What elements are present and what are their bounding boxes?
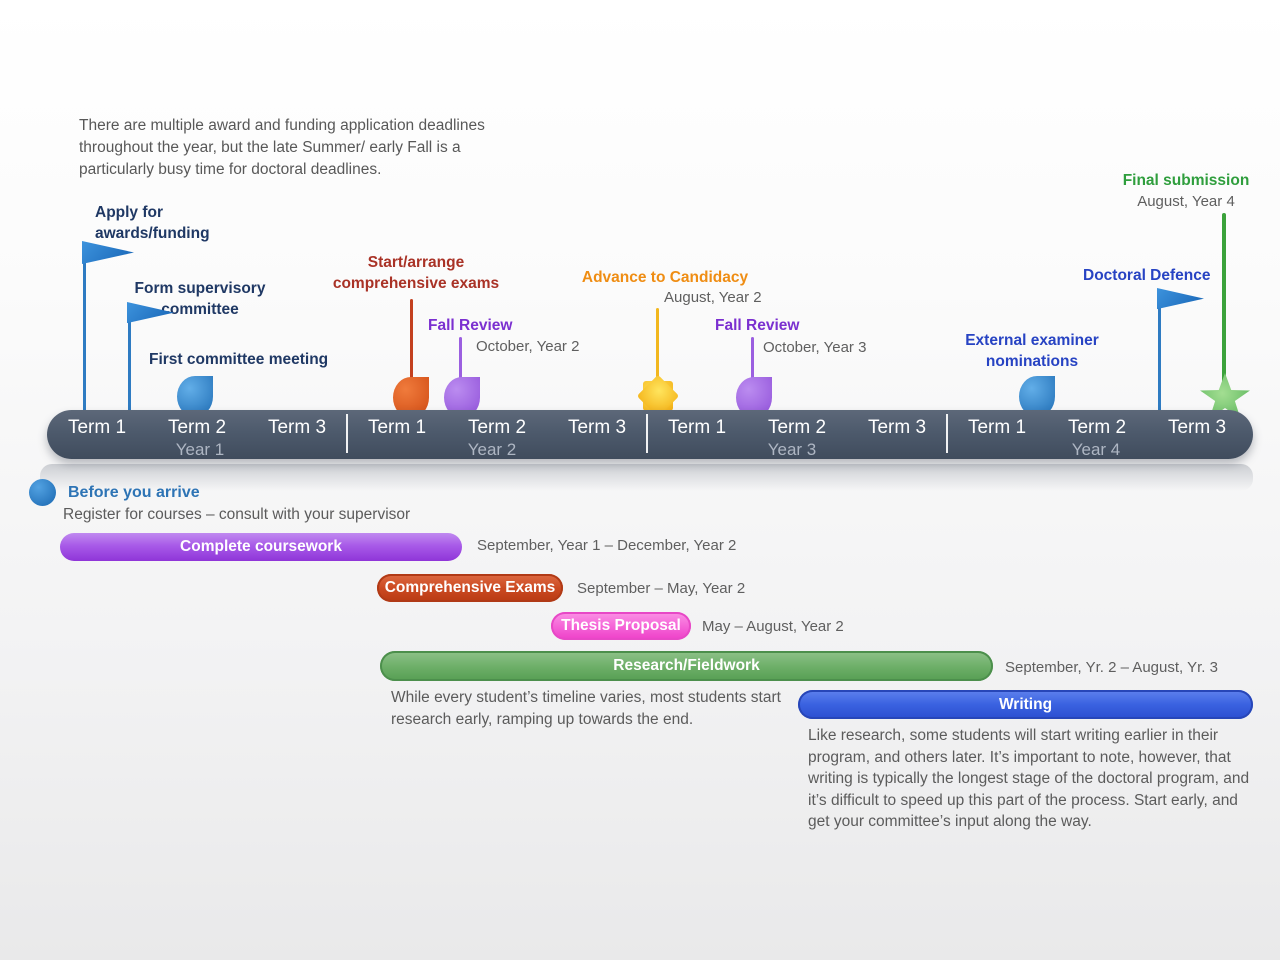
year-divider — [946, 414, 948, 453]
timeline-bar — [47, 410, 1253, 459]
form-committee-flag-pole — [128, 306, 131, 416]
milestone-comprehensive-label: Start/arrange comprehensive exams — [332, 254, 500, 292]
term-cell: Term 1 — [67, 417, 127, 438]
final-submission-line — [1222, 213, 1226, 391]
term-cell: Term 2 — [467, 417, 527, 438]
comprehensive-line — [410, 299, 413, 389]
phase-bar-comp-exams: Comprehensive Exams — [377, 574, 563, 602]
phase-bar-research: Research/Fieldwork — [380, 651, 993, 681]
candidacy-line — [656, 308, 659, 392]
milestone-final-submission-date: August, Year 4 — [1137, 193, 1235, 210]
defence-flag-pole — [1158, 292, 1161, 416]
candidacy-star-icon — [636, 374, 680, 418]
year-label: Year 4 — [1071, 440, 1121, 459]
term-cell: Term 1 — [367, 417, 427, 438]
writing-note: Like research, some students will start … — [808, 727, 1250, 830]
phase-bar-thesis-proposal: Thesis Proposal — [551, 612, 691, 640]
milestone-final-submission-label: Final submission — [1122, 172, 1250, 189]
phase-bar-writing: Writing — [798, 690, 1253, 719]
coursework-date: September, Year 1 – December, Year 2 — [477, 537, 737, 554]
fall-review-y2-line — [459, 337, 462, 389]
term-cell: Term 2 — [167, 417, 227, 438]
milestone-fall-review-y3-label: Fall Review — [715, 317, 800, 334]
research-note: While every student’s timeline varies, m… — [391, 689, 781, 728]
term-cell: Term 2 — [767, 417, 827, 438]
term-cell: Term 2 — [1067, 417, 1127, 438]
milestone-fall-review-y2-label: Fall Review — [428, 317, 513, 334]
research-date: September, Yr. 2 – August, Yr. 3 — [1005, 659, 1218, 676]
year-label: Year 3 — [767, 440, 817, 459]
term-cell: Term 3 — [267, 417, 327, 438]
before-arrive-label: Before you arrive — [68, 484, 200, 501]
milestone-fall-review-y2-date: October, Year 2 — [476, 338, 580, 355]
term-cell: Term 3 — [567, 417, 627, 438]
apply-flag-pole — [83, 246, 86, 416]
comp-exams-date: September – May, Year 2 — [577, 580, 746, 597]
year-label: Year 1 — [175, 440, 225, 459]
term-cell: Term 1 — [967, 417, 1027, 438]
thesis-proposal-date: May – August, Year 2 — [702, 618, 844, 635]
milestone-form-committee-label: Form supervisory committee — [134, 280, 266, 318]
timeline-bar-shadow — [40, 464, 1253, 491]
year-divider — [646, 414, 648, 453]
year-divider — [346, 414, 348, 453]
before-arrive-note: Register for courses – consult with your… — [63, 506, 411, 523]
term-cell: Term 3 — [1167, 417, 1227, 438]
milestone-first-meeting-label: First committee meeting — [149, 351, 329, 368]
fall-review-y3-line — [751, 337, 754, 389]
apply-flag-icon — [82, 241, 134, 264]
defence-flag-icon — [1157, 288, 1204, 310]
milestone-fall-review-y3-date: October, Year 3 — [763, 339, 867, 356]
milestone-defence-label: Doctoral Defence — [1083, 267, 1211, 284]
year-label: Year 2 — [467, 440, 517, 459]
milestone-apply-label: Apply for awards/funding — [95, 204, 210, 242]
term-cell: Term 3 — [867, 417, 927, 438]
milestone-external-examiner-label: External examiner nominations — [965, 332, 1099, 370]
milestone-candidacy-date: August, Year 2 — [664, 289, 762, 306]
before-arrive-circle-icon — [29, 479, 56, 506]
milestone-candidacy-label: Advance to Candidacy — [581, 269, 749, 286]
intro-paragraph: There are multiple award and funding app… — [79, 117, 485, 178]
term-cell: Term 1 — [667, 417, 727, 438]
phase-bar-coursework: Complete coursework — [60, 533, 462, 561]
